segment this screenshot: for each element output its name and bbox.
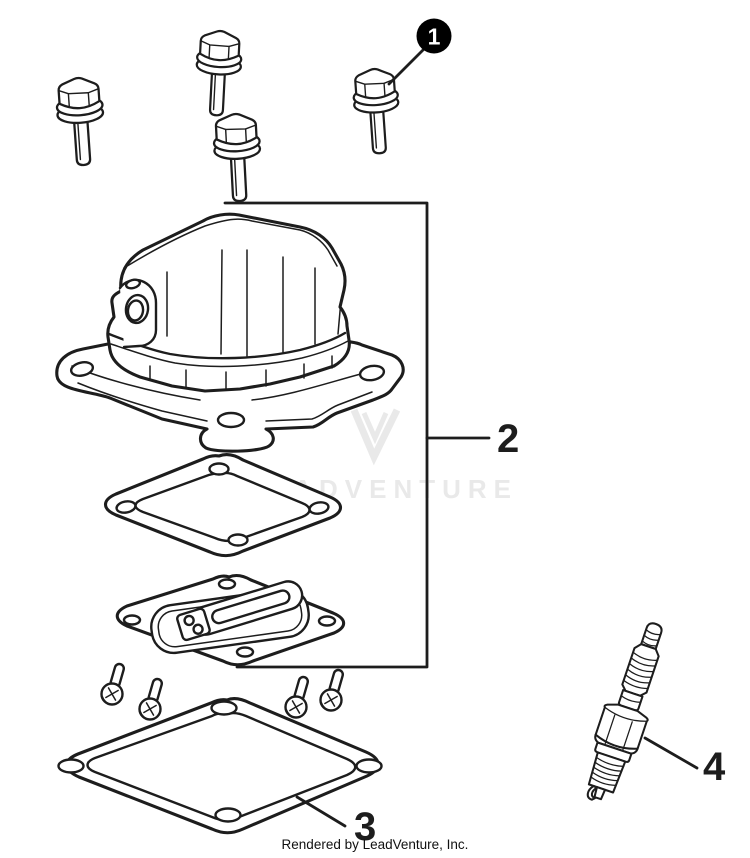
flange-bolt-2 <box>193 28 244 118</box>
valve-cover-boss <box>118 278 158 349</box>
callout-1-circle[interactable] <box>416 18 452 54</box>
leadventure-v-logo-icon <box>350 408 401 466</box>
flange-bolt-hole-left <box>69 361 95 377</box>
head-gasket <box>57 697 383 835</box>
callout-3-leader <box>295 795 347 828</box>
breather-screw-3 <box>284 674 311 719</box>
spark-plug <box>586 622 663 801</box>
breather-plate <box>115 574 346 667</box>
callout-2-label[interactable]: 2 <box>497 417 519 461</box>
callout-1-label: 1 <box>428 24 441 50</box>
breather-reed-bracket <box>176 580 304 642</box>
flange-bolt-hole-right <box>358 364 386 382</box>
callout-2-bracket <box>223 201 491 669</box>
valve-cover <box>55 212 405 453</box>
flange-bolt-3 <box>211 111 264 204</box>
flange-bolt-1 <box>53 75 108 168</box>
footer-credit: Rendered by LeadVenture, Inc. <box>282 837 469 852</box>
flange-bolt-hole-front <box>216 411 246 429</box>
callout-1-leader <box>387 48 425 86</box>
breather-screw-4 <box>319 667 346 712</box>
callout-4-leader <box>643 736 699 770</box>
callout-4-label[interactable]: 4 <box>703 745 726 789</box>
breather-screw-1 <box>100 661 127 706</box>
callout-1-hotspot[interactable]: 1 <box>416 18 452 54</box>
valve-cover-gasket <box>103 453 343 558</box>
breather-screw-2 <box>138 676 165 721</box>
callout-3-label[interactable]: 3 <box>354 805 376 849</box>
